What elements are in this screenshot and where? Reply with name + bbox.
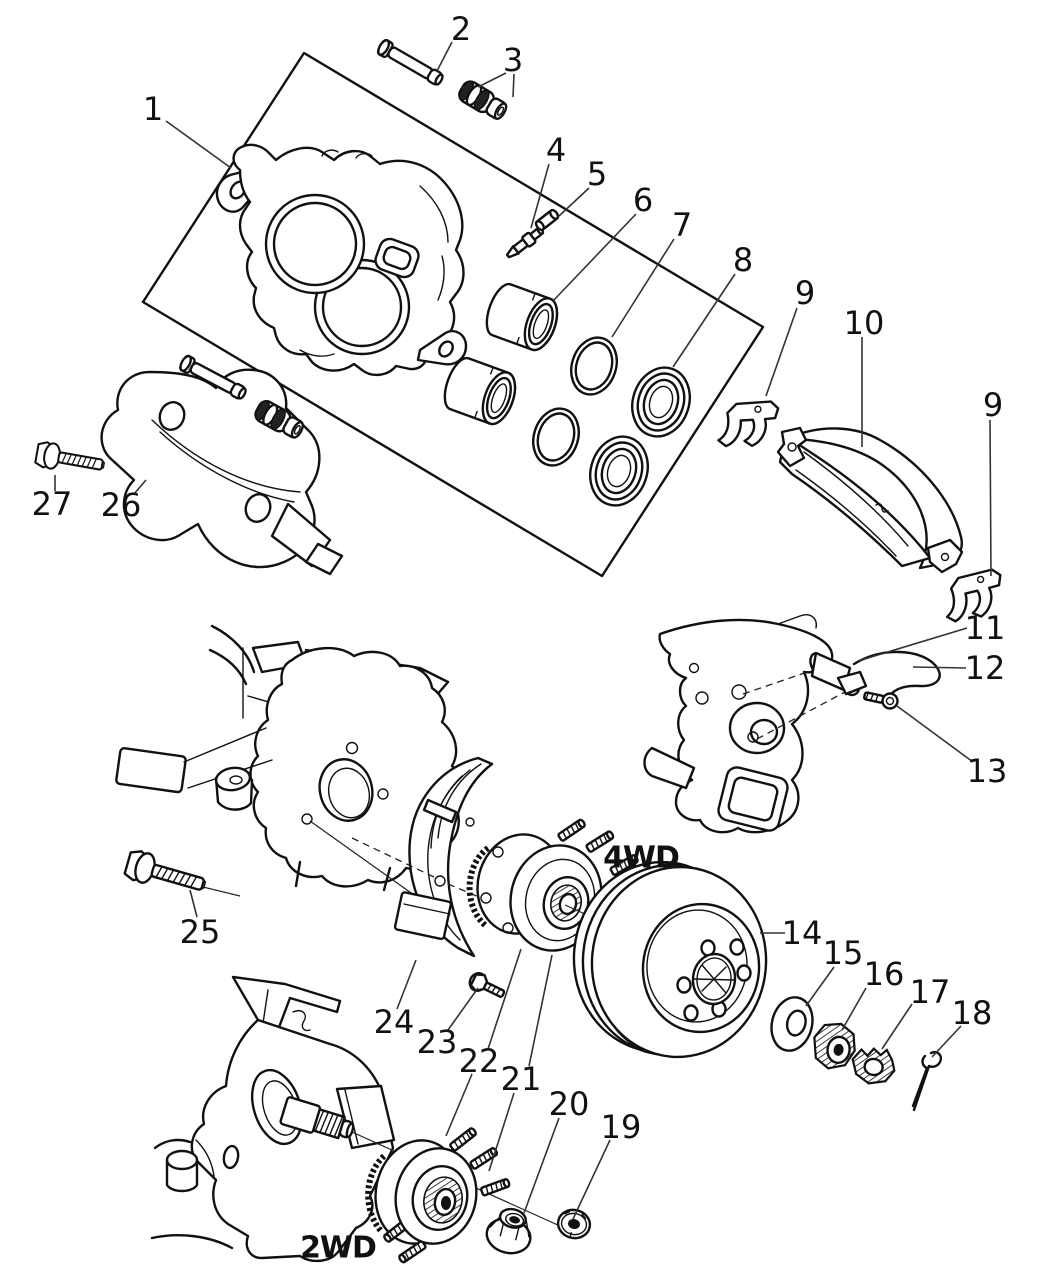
callout-8: 8 <box>733 241 753 279</box>
brake-caliper <box>215 143 468 377</box>
drive-label-4wd: 4WD <box>603 841 679 876</box>
callout-11: 11 <box>965 609 1006 647</box>
spindle-washer <box>770 996 814 1052</box>
lock-nut <box>556 1208 592 1240</box>
leader-line <box>528 954 553 1067</box>
abs-speed-sensor <box>809 651 868 697</box>
spindle-nut <box>813 1022 856 1070</box>
callout-27: 27 <box>32 485 73 523</box>
callout-19: 19 <box>601 1108 642 1146</box>
leader-line <box>881 1003 913 1050</box>
callout-1: 1 <box>143 90 163 128</box>
leader-line <box>512 73 515 98</box>
callout-6: 6 <box>633 181 653 219</box>
leader-line <box>189 889 198 918</box>
hub-bearing-2wd <box>365 1126 512 1265</box>
callout-23: 23 <box>417 1023 458 1061</box>
callout-7: 7 <box>672 206 692 244</box>
leader-line <box>447 987 479 1031</box>
callout-25: 25 <box>180 913 221 951</box>
callout-10: 10 <box>844 304 885 342</box>
hub-nut <box>485 1207 532 1255</box>
brake-rotor <box>572 860 768 1059</box>
caliper-adapter-bracket <box>100 368 344 576</box>
leader-line <box>857 627 968 662</box>
leader-line <box>436 41 453 72</box>
callout-20: 20 <box>549 1085 590 1123</box>
leader-line <box>530 163 550 229</box>
sensor-bolt <box>863 691 899 710</box>
cotter-pin <box>911 1051 943 1112</box>
brake-splash-shield <box>393 756 494 958</box>
leader-line <box>558 187 590 217</box>
leader-line <box>445 1073 473 1137</box>
steering-knuckle-2wd <box>150 975 396 1263</box>
leader-line <box>488 1092 515 1172</box>
leader-line <box>396 959 417 1010</box>
callout-16: 16 <box>864 955 905 993</box>
callout-4: 4 <box>546 131 566 169</box>
leader-line <box>989 419 992 577</box>
callout-24: 24 <box>374 1003 415 1041</box>
callout-17: 17 <box>910 973 951 1011</box>
callout-22: 22 <box>459 1042 500 1080</box>
leader-line <box>477 72 507 88</box>
callout-9: 9 <box>983 386 1003 424</box>
drive-label-2wd: 2WD <box>300 1231 376 1266</box>
leader-line <box>896 705 974 763</box>
bleeder-cap <box>534 208 560 232</box>
callout-21: 21 <box>501 1060 542 1098</box>
callout-13: 13 <box>967 752 1008 790</box>
bleeder-screw <box>505 226 545 259</box>
callout-5: 5 <box>587 155 607 193</box>
callout-2: 2 <box>451 10 471 48</box>
callout-9: 9 <box>795 274 815 312</box>
abs-sensor-wire <box>852 650 941 700</box>
leader-line <box>487 948 522 1050</box>
leader-line <box>672 273 736 368</box>
callout-18: 18 <box>952 994 993 1032</box>
callout-14: 14 <box>782 914 823 952</box>
leader-line <box>931 1025 962 1058</box>
leader-line <box>611 238 675 338</box>
steering-knuckle-4wd-sensor-side <box>643 614 834 834</box>
brake-pads <box>776 426 964 574</box>
leader-line <box>552 213 637 302</box>
spindle <box>279 1096 355 1140</box>
leader-line <box>572 1139 611 1220</box>
callout-12: 12 <box>965 649 1006 687</box>
steering-knuckle-4wd <box>115 624 464 892</box>
leader-line <box>165 120 232 169</box>
callout-3: 3 <box>503 41 523 79</box>
leader-line <box>841 987 867 1031</box>
leader-line <box>765 307 798 397</box>
leader-line <box>912 666 967 669</box>
nut-retainer-lock <box>851 1047 896 1085</box>
leader-line <box>805 966 835 1007</box>
leader-line <box>523 1117 560 1214</box>
leader-line <box>133 479 147 495</box>
callout-26: 26 <box>101 486 142 524</box>
callout-15: 15 <box>823 934 864 972</box>
